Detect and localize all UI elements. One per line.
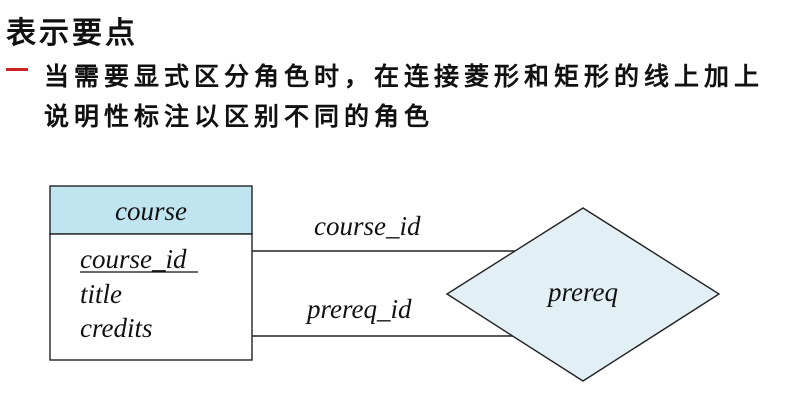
relationship-diamond bbox=[445, 207, 721, 382]
attribute-credits: credits bbox=[80, 313, 152, 343]
attribute-course-id: course_id bbox=[80, 244, 187, 274]
attribute-title: title bbox=[80, 279, 122, 309]
role-label-course-id: course_id bbox=[314, 211, 421, 241]
entity-name: course bbox=[115, 196, 187, 226]
entity-header-bg bbox=[49, 185, 253, 235]
role-label-prereq-id: prereq_id bbox=[305, 294, 412, 324]
relationship-name: prereq bbox=[546, 277, 618, 307]
bullet-text: 当需要显式区分角色时，在连接菱形和矩形的线上加上说明性标注以区别不同的角色 bbox=[44, 62, 765, 131]
page-title: 表示要点 bbox=[6, 16, 138, 51]
entity-body-bg bbox=[49, 233, 253, 361]
entity-course: course course_id title credits bbox=[49, 185, 253, 361]
bullet-dash bbox=[6, 68, 28, 71]
relationship-prereq: prereq bbox=[445, 207, 721, 382]
